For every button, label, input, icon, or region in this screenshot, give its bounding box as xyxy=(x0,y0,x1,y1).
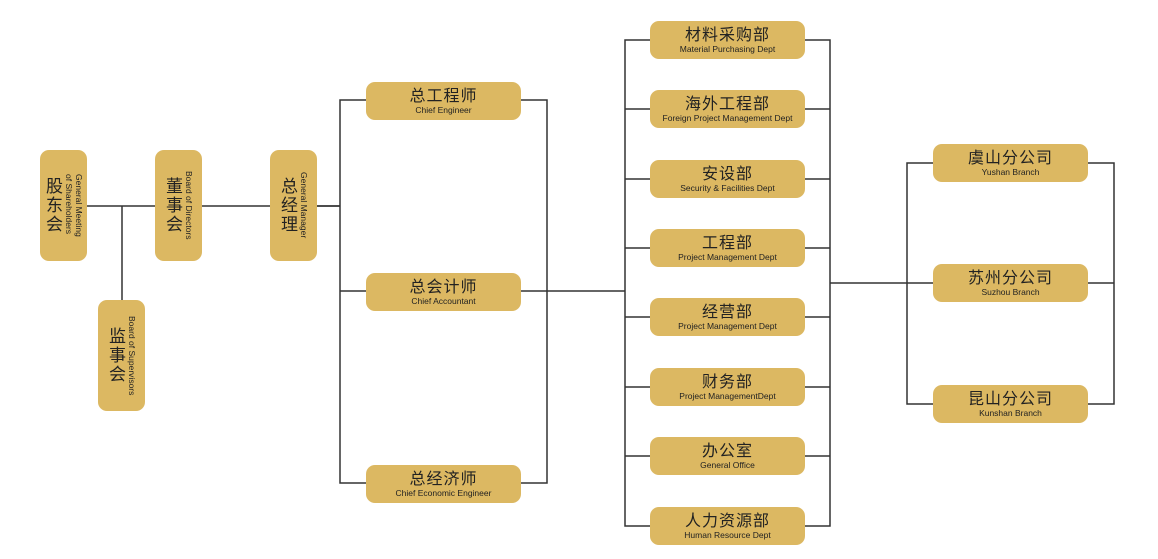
box-title-en: Chief Engineer xyxy=(415,105,472,115)
box-title-zh: 总经理 xyxy=(277,177,297,234)
box-title-en: Foreign Project Management Dept xyxy=(662,113,793,123)
box-title-zh: 安设部 xyxy=(701,164,753,183)
box-title-en: Project Management Dept xyxy=(678,252,777,262)
box-title-zh: 工程部 xyxy=(701,233,753,252)
box-title-en: Project Management Dept xyxy=(678,321,777,331)
box-title-en: Chief Accountant xyxy=(411,296,476,306)
box-title-zh: 昆山分公司 xyxy=(967,389,1053,408)
box-title-en: Material Purchasing Dept xyxy=(679,44,776,54)
box-title-zh: 虞山分公司 xyxy=(967,148,1053,167)
box-title-en: General Office xyxy=(700,460,755,470)
box-title-en: Security & Facilities Dept xyxy=(680,183,775,193)
box-title-zh: 总会计师 xyxy=(409,277,478,296)
box-title-zh: 经营部 xyxy=(701,302,753,321)
en-line: Board of Supervisors xyxy=(127,315,137,396)
box-title-zh: 人力资源部 xyxy=(684,511,770,530)
box-title-zh: 材料采购部 xyxy=(684,25,770,44)
box-title-zh: 总工程师 xyxy=(409,86,478,105)
en-line: General Meeting xyxy=(74,174,84,237)
box-title-zh: 苏州分公司 xyxy=(967,268,1053,287)
box-title-en: Kunshan Branch xyxy=(979,408,1042,418)
box-title-zh: 海外工程部 xyxy=(684,94,770,113)
en-line: of Shareholders xyxy=(64,174,74,235)
box-title-zh: 财务部 xyxy=(701,372,753,391)
box-title-zh: 股东会 xyxy=(42,177,62,234)
box-board-of-supervisors: 监事会 Board of Supervisors xyxy=(98,300,145,411)
box-title-en: Board of Supervisors xyxy=(127,316,137,395)
box-title-zh: 监事会 xyxy=(105,327,125,384)
box-general-manager: 总经理 General Manager xyxy=(270,150,317,261)
box-title-en: Human Resource Dept xyxy=(684,530,771,540)
box-title-en: Suzhou Branch xyxy=(981,287,1040,297)
box-title-zh: 办公室 xyxy=(701,441,753,460)
box-title-zh: 董事会 xyxy=(162,177,182,234)
en-line: Board of Directors xyxy=(184,171,194,240)
box-board-of-directors: 董事会 Board of Directors xyxy=(155,150,202,261)
box-title-zh: 总经济师 xyxy=(409,469,478,488)
en-line: General Manager xyxy=(299,172,309,239)
box-title-en: Yushan Branch xyxy=(981,167,1040,177)
box-title-en: Project ManagementDept xyxy=(679,391,776,401)
box-title-en: General Manager xyxy=(299,172,309,238)
box-title-en: Chief Economic Engineer xyxy=(395,488,492,498)
box-title-en: Board of Directors xyxy=(184,171,194,240)
